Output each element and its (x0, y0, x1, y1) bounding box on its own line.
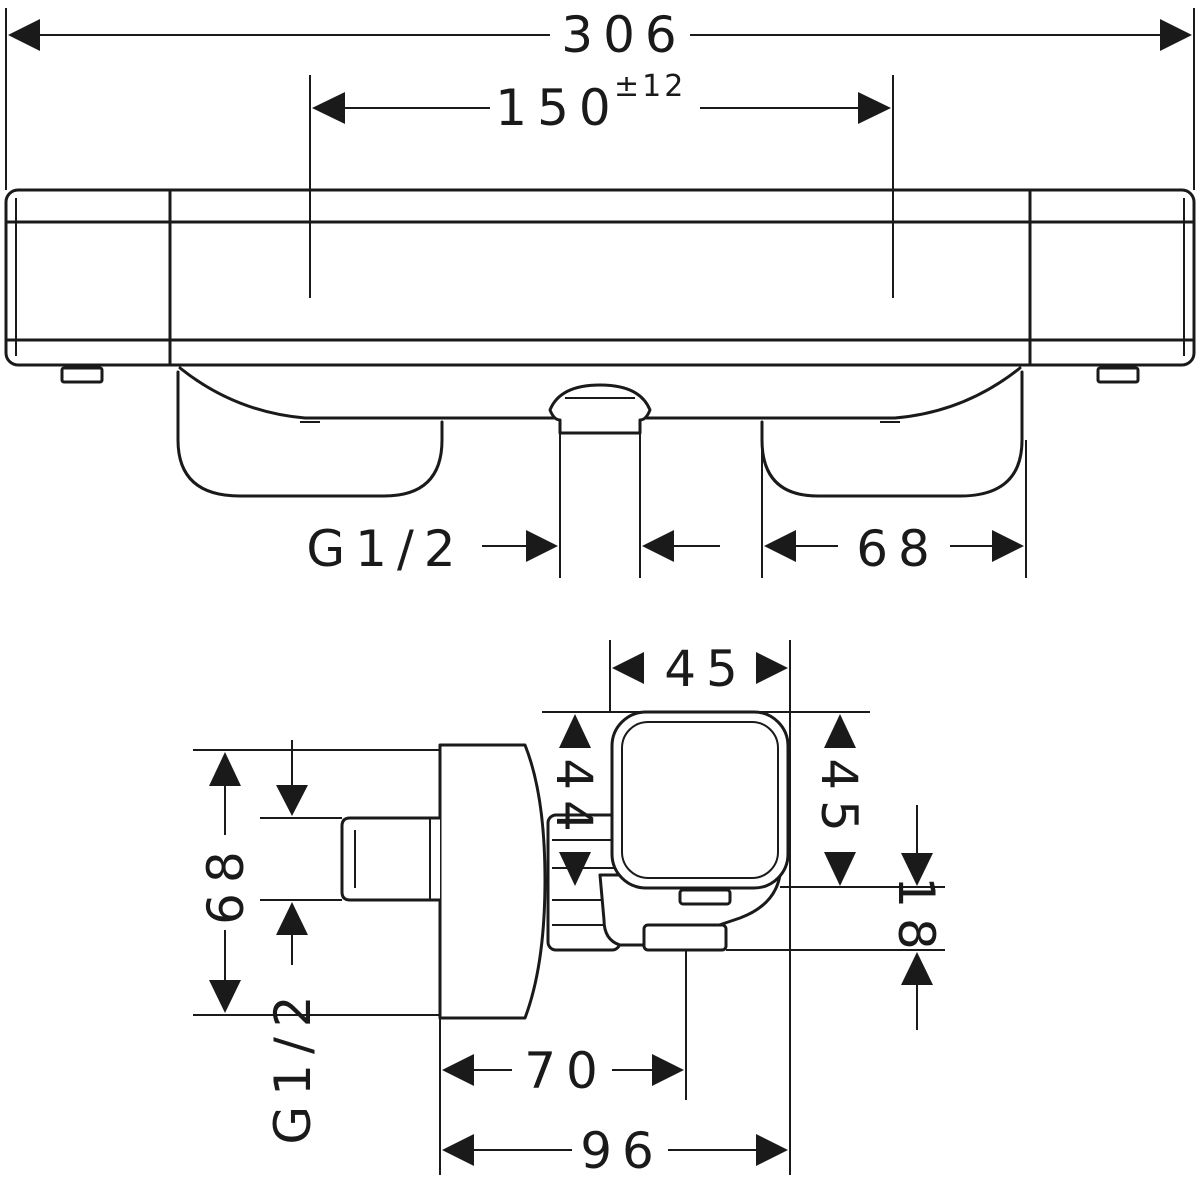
dim-inlet-spacing-tolerance: ±12 (614, 69, 686, 104)
dim-handle-width: 68 (764, 520, 1024, 578)
dim-inlet-thread-label: G1/2 (264, 985, 322, 1144)
dim-projection-outlet: 70 (442, 1042, 684, 1100)
thermostat-handle-inner (621, 721, 779, 879)
outlet-nozzle (548, 383, 652, 435)
dim-outlet-height-label: 18 (887, 876, 945, 960)
dim-overall-width: 306 (8, 6, 1192, 64)
wall-plate (438, 743, 547, 1020)
dim-module-width-label: 45 (664, 640, 748, 698)
inlet-connector (340, 816, 440, 902)
right-foot (1096, 366, 1140, 384)
dim-projection-total: 96 (442, 1122, 788, 1180)
dim-inlet-spacing-label: 150 (495, 79, 620, 137)
dim-projection-outlet-label: 70 (524, 1042, 608, 1100)
mixer-body (4, 188, 1196, 367)
dim-handle-width-label: 68 (856, 520, 940, 578)
dim-outlet-thread-label: G1/2 (306, 520, 465, 578)
dim-outlet-thread: G1/2 (306, 520, 720, 578)
dim-wall-plate-height-label: 68 (197, 841, 255, 925)
dim-module-height-right: 45 (810, 714, 868, 886)
left-grip (176, 370, 444, 498)
side-view: 45 44 45 18 68 (193, 640, 945, 1180)
thermostat-handle (610, 710, 790, 890)
dim-wall-plate-height: 68 (197, 752, 255, 1013)
dim-module-height-left-label: 44 (545, 758, 603, 842)
dim-module-height-left: 44 (545, 714, 603, 886)
outlet-tab (678, 888, 732, 906)
dim-inlet-spacing: 150 ±12 (312, 69, 891, 137)
dim-module-width: 45 (612, 640, 788, 698)
right-grip (760, 370, 1024, 498)
outlet-spout (642, 923, 728, 952)
dim-projection-total-label: 96 (580, 1122, 664, 1180)
front-view: 306 150 ±12 G1/2 68 (4, 6, 1196, 578)
dim-outlet-height: 18 (887, 805, 945, 1030)
dim-module-height-right-label: 45 (810, 758, 868, 842)
dim-overall-width-label: 306 (561, 6, 686, 64)
dim-inlet-thread: G1/2 (264, 740, 322, 1145)
left-foot (60, 366, 104, 384)
